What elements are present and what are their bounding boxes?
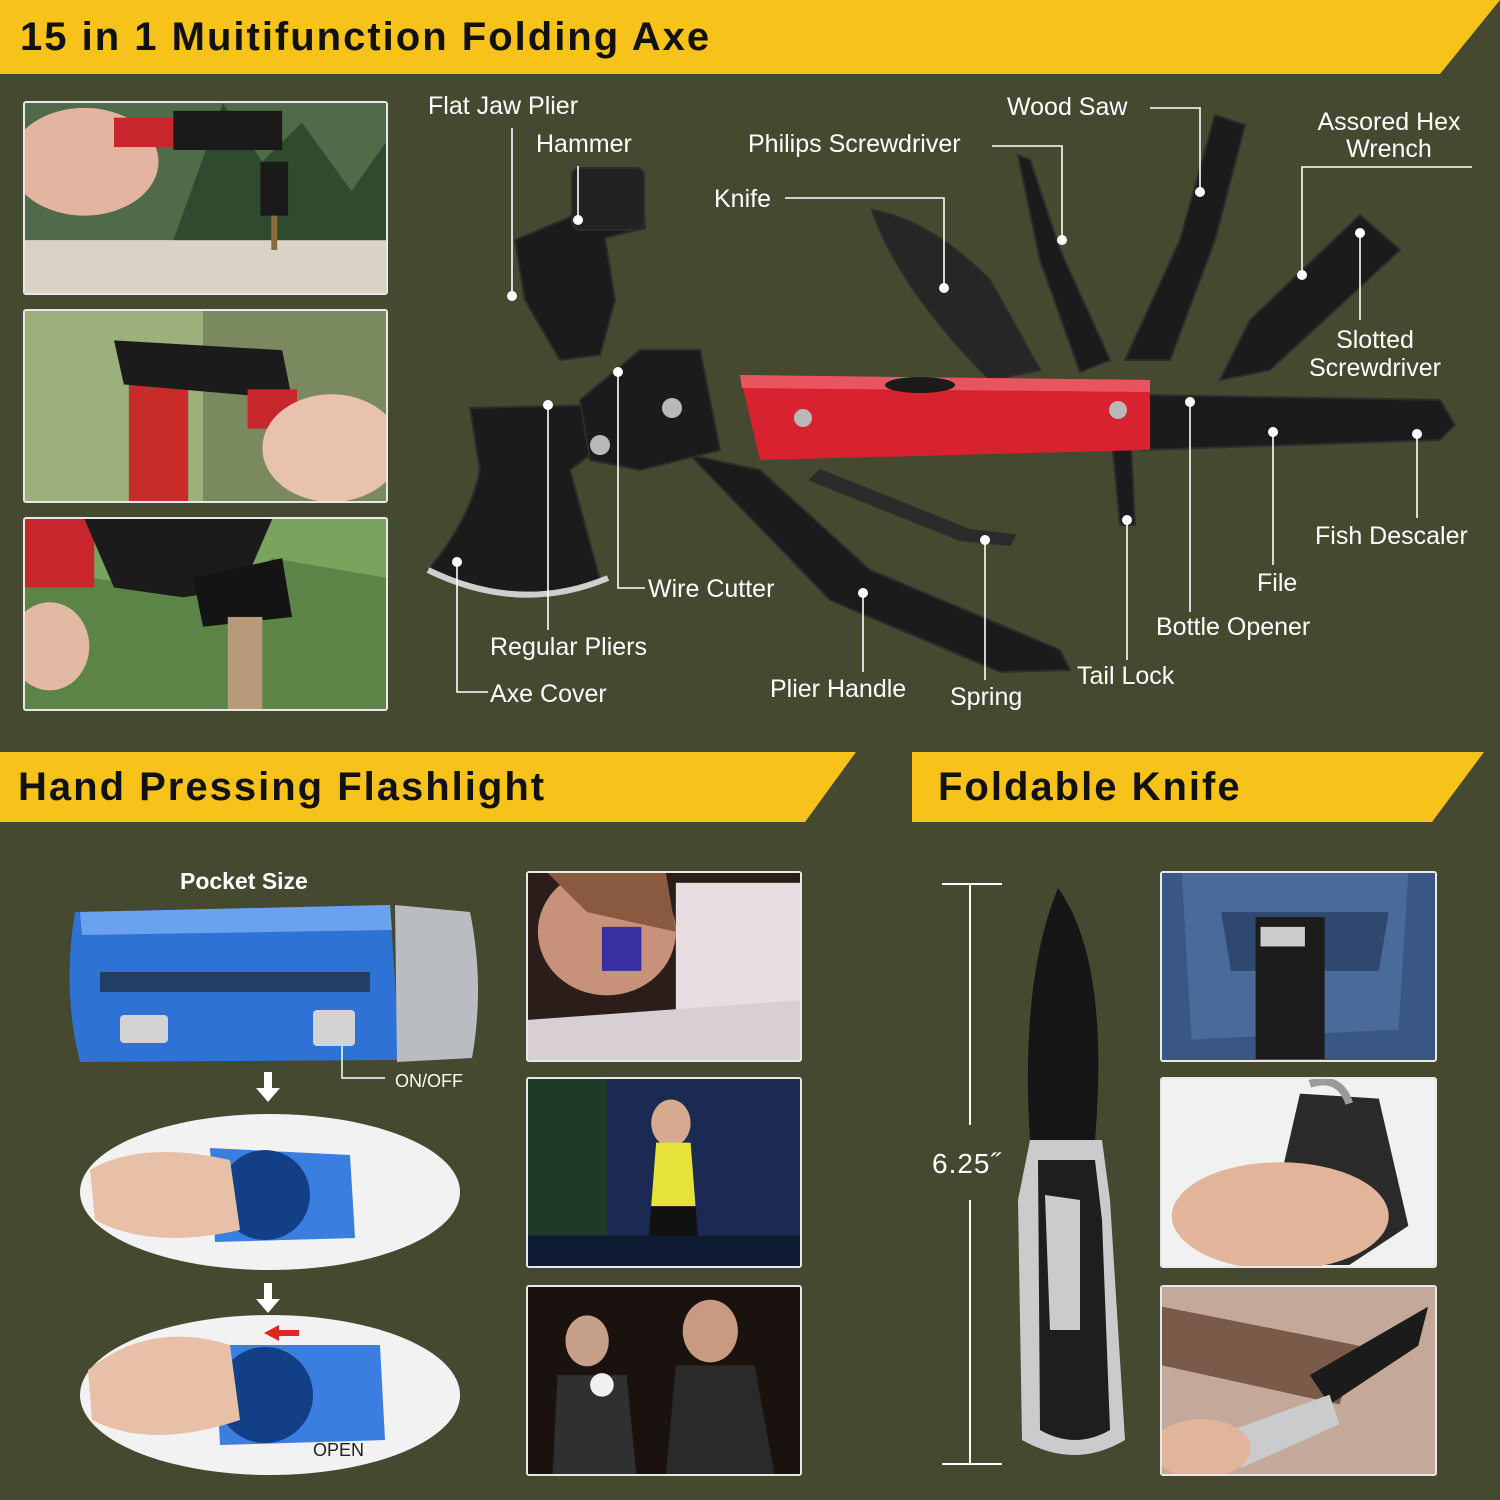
flashlight-step-2-art — [88, 1325, 385, 1445]
label-wire-cutter: Wire Cutter — [648, 575, 775, 603]
open-label: OPEN — [313, 1440, 365, 1460]
title-text: 15 in 1 Muitifunction Folding Axe — [20, 14, 712, 59]
label-slotted-line1: Slotted — [1336, 326, 1414, 354]
flashlight-title: Hand Pressing Flashlight — [18, 764, 547, 809]
label-flat-jaw-plier: Flat Jaw Plier — [428, 92, 579, 120]
flashlight-banner: Hand Pressing Flashlight — [0, 752, 856, 822]
label-hex-wrench-line1: Assored Hex — [1317, 108, 1461, 136]
label-slotted-line2: Screwdriver — [1309, 354, 1441, 382]
photo-flashlight-cave — [526, 1285, 802, 1476]
pocket-size-label: Pocket Size — [180, 868, 308, 894]
multitool-diagram — [426, 107, 1472, 693]
label-regular-pliers: Regular Pliers — [490, 633, 648, 661]
label-slotted-screwdriver: Slotted Screwdriver — [1290, 326, 1460, 382]
label-fish-descaler: Fish Descaler — [1315, 522, 1468, 550]
knife-dimension-line — [942, 883, 1002, 1465]
label-hex-wrench: Assored Hex Wrench — [1300, 109, 1478, 163]
label-knife: Knife — [714, 185, 771, 213]
photo-knife-cutting — [1160, 1285, 1437, 1476]
down-arrows — [256, 1072, 280, 1313]
label-spring: Spring — [950, 683, 1023, 711]
flashlight-product — [69, 905, 479, 1062]
knife-product — [1018, 888, 1125, 1455]
knife-title: Foldable Knife — [938, 764, 1242, 809]
on-off-leader — [341, 1046, 385, 1079]
label-hex-wrench-line2: Wrench — [1346, 135, 1432, 163]
knife-length-label: 6.25˝ — [932, 1148, 1001, 1179]
photo-hammer-use — [23, 101, 388, 295]
label-philips-screwdriver: Philips Screwdriver — [748, 130, 961, 158]
photo-knife-hand — [1160, 1077, 1437, 1268]
leader-dots — [452, 187, 1422, 598]
leader-lines — [456, 107, 1472, 693]
tool-blades — [426, 113, 1457, 674]
photo-flashlight-reading — [526, 871, 802, 1062]
label-tail-lock: Tail Lock — [1077, 662, 1175, 690]
axe-edge — [426, 567, 610, 598]
label-hammer: Hammer — [536, 130, 632, 158]
photo-bottle-opener-use — [23, 309, 388, 503]
knife-banner: Foldable Knife — [912, 752, 1484, 822]
title-banner: 15 in 1 Muitifunction Folding Axe — [0, 0, 1500, 74]
label-axe-cover: Axe Cover — [490, 680, 607, 708]
label-file: File — [1257, 569, 1298, 597]
on-off-label: ON/OFF — [395, 1071, 463, 1091]
photo-axe-use — [23, 517, 388, 711]
red-handle — [590, 375, 1150, 460]
photo-knife-pocket — [1160, 871, 1437, 1062]
flashlight-step-1-art — [90, 1148, 355, 1242]
label-wood-saw: Wood Saw — [1007, 93, 1128, 121]
label-plier-handle: Plier Handle — [770, 675, 907, 703]
lower-section-graphics — [69, 883, 1125, 1475]
photo-flashlight-running — [526, 1077, 802, 1268]
label-bottle-opener: Bottle Opener — [1156, 613, 1311, 641]
